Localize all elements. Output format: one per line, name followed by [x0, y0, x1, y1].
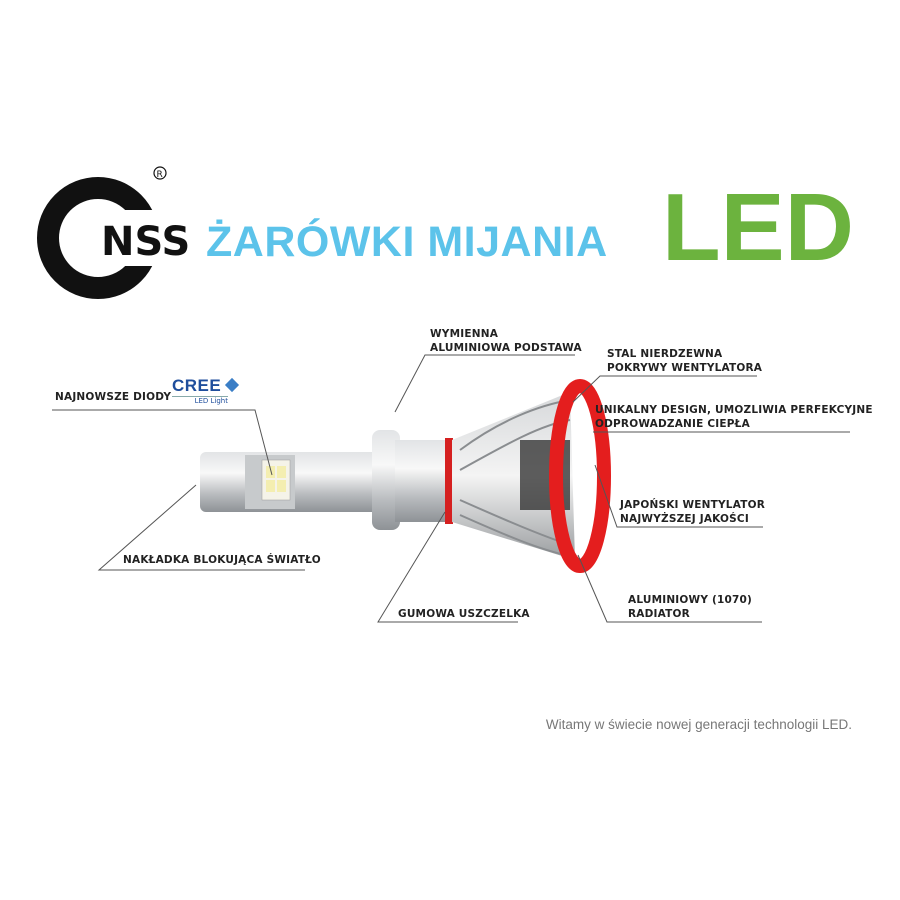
callout-text: UNIKALNY DESIGN, UMOZLIWIA PERFEKCYJNE — [595, 404, 873, 416]
callout-seal: GUMOWA USZCZELKA — [398, 608, 530, 620]
callout-text: STAL NIERDZEWNA — [607, 348, 723, 360]
callout-text: POKRYWY WENTYLATORA — [607, 362, 763, 374]
cree-brand: CREE — [172, 376, 222, 395]
title-accent: LED — [662, 174, 854, 281]
callout-fan: JAPOŃSKI WENTYLATOR NAJWYŻSZEJ JAKOŚCI — [620, 498, 765, 526]
page-title: ŻARÓWKI MIJANIA — [206, 218, 608, 266]
callout-text: WYMIENNA — [430, 328, 499, 340]
callout-cap: NAKŁADKA BLOKUJĄCA ŚWIATŁO — [123, 554, 321, 566]
callout-text: JAPOŃSKI WENTYLATOR — [620, 499, 765, 511]
callout-lines — [52, 354, 850, 623]
callout-design: UNIKALNY DESIGN, UMOZLIWIA PERFEKCYJNE O… — [595, 403, 873, 431]
cree-logo: CREE LED Light — [172, 376, 242, 405]
rubber-seal — [445, 438, 453, 524]
footer-tagline: Witamy w świecie nowej generacji technol… — [545, 717, 852, 732]
aluminium-base — [372, 430, 400, 530]
callout-diodes: NAJNOWSZE DIODY — [55, 391, 172, 403]
cree-sub: LED Light — [172, 396, 228, 405]
callout-text: RADIATOR — [628, 608, 690, 620]
svg-text:R: R — [157, 170, 163, 180]
callout-text: ALUMINIOWY (1070) — [628, 594, 753, 606]
callout-radiator: ALUMINIOWY (1070) RADIATOR — [628, 593, 752, 621]
callout-text: ODPROWADZANIE CIEPŁA — [595, 418, 750, 430]
logo-text: NSS — [101, 219, 190, 265]
steel-fan-cover — [549, 379, 611, 573]
callout-steel: STAL NIERDZEWNA POKRYWY WENTYLATORA — [607, 347, 762, 375]
callout-base: WYMIENNA ALUMINIOWA PODSTAWA — [430, 327, 582, 355]
nss-logo: NSS R — [37, 166, 190, 299]
callout-text: NAJWYŻSZEJ JAKOŚCI — [620, 513, 749, 525]
callout-text: ALUMINIOWA PODSTAWA — [430, 342, 582, 354]
